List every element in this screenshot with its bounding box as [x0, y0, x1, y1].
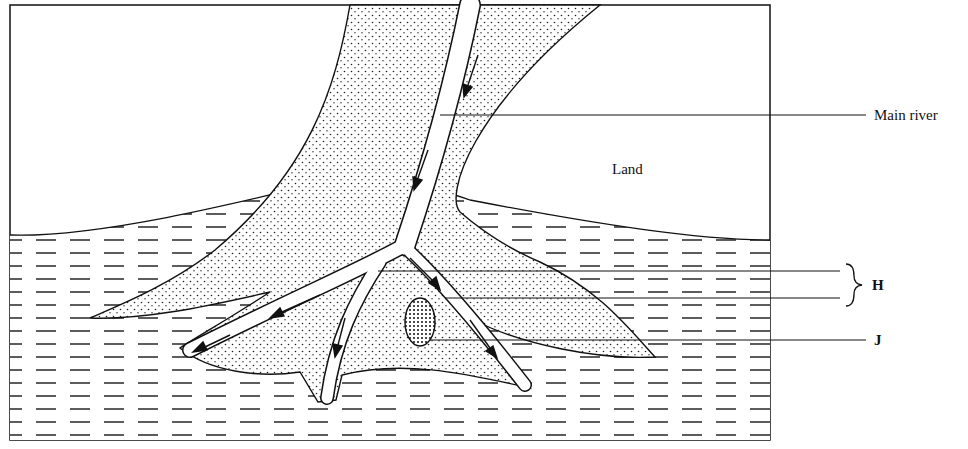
flow-arrows	[193, 55, 497, 358]
frame	[10, 5, 770, 440]
leader-lines	[378, 115, 866, 340]
region-label: Land	[612, 160, 643, 178]
river-channels	[190, 5, 525, 398]
part-label: Main river	[874, 106, 938, 124]
callout-letter: J	[874, 331, 882, 349]
callout-letter: H	[872, 276, 884, 294]
island	[405, 298, 435, 346]
delta-deposits	[90, 5, 655, 402]
